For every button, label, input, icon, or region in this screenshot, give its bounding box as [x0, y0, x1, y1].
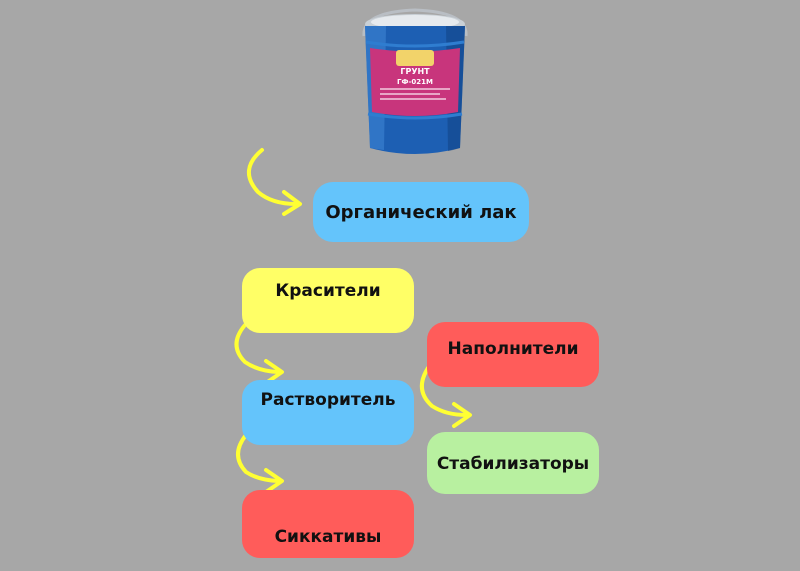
node-fillers-label: Наполнители	[447, 338, 579, 359]
node-organic-lacquer-label: Органический лак	[325, 201, 517, 223]
node-solvent-label: Растворитель	[260, 389, 396, 410]
product-label-line2: ГФ-021М	[397, 78, 433, 86]
node-siccatives-label: Сиккативы	[274, 527, 382, 547]
paint-bucket-image: ГРУНТ ГФ-021М	[362, 8, 468, 154]
arrow-to-stabilizatory	[420, 366, 472, 428]
node-stabilizers-label: Стабилизаторы	[436, 454, 590, 474]
arrow-to-sikkativy	[236, 433, 284, 494]
node-siccatives: Сиккативы	[242, 490, 414, 558]
node-fillers: Наполнители	[427, 322, 599, 387]
node-organic-lacquer: Органический лак	[313, 182, 529, 242]
arrow-to-rastvoritel	[234, 323, 284, 385]
brand-logo	[396, 50, 434, 66]
node-solvent: Растворитель	[242, 380, 414, 445]
arrow-to-lak	[247, 148, 302, 216]
node-stabilizers: Стабилизаторы	[427, 432, 599, 494]
product-label-line1: ГРУНТ	[400, 67, 430, 76]
node-dyes-label: Красители	[275, 280, 381, 301]
node-dyes: Красители	[242, 268, 414, 333]
